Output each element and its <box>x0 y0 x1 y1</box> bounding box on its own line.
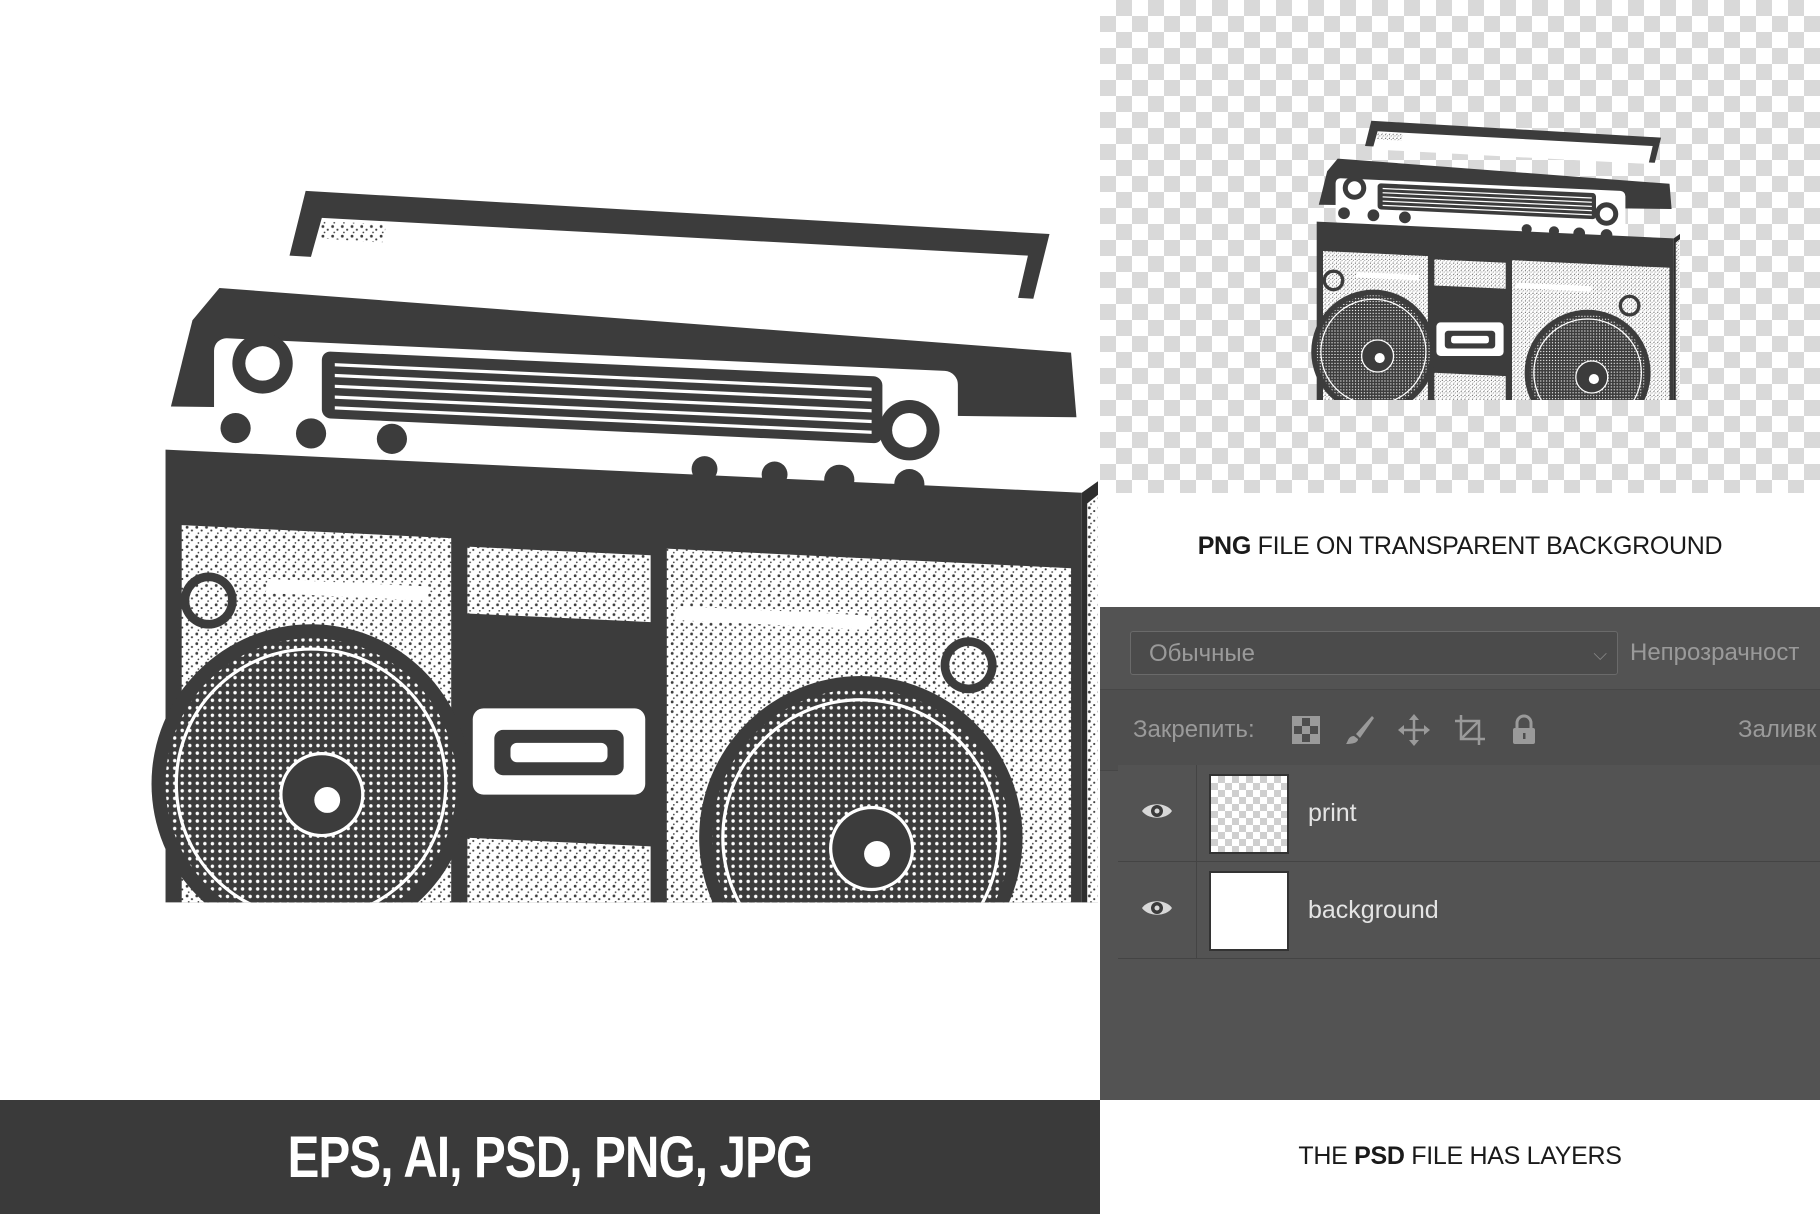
layer-name: background <box>1308 896 1439 924</box>
boombox-illustration <box>149 189 1099 903</box>
main-illustration-panel <box>149 189 1099 903</box>
lock-row: Закрепить: Заливк <box>1100 689 1820 771</box>
psd-caption-bold: PSD <box>1354 1142 1405 1170</box>
psd-caption: THE PSD FILE HAS LAYERS <box>1100 1142 1820 1171</box>
layer-row-background[interactable]: background <box>1118 862 1820 959</box>
eye-icon[interactable] <box>1140 896 1174 920</box>
png-preview-transparent <box>1100 0 1820 493</box>
formats-text: EPS, AI, PSD, PNG, JPG <box>287 1124 813 1190</box>
blend-mode-select[interactable]: Обычные ⌵ <box>1130 631 1618 675</box>
layer-row-print[interactable]: print <box>1118 765 1820 862</box>
photoshop-layers-panel: Обычные ⌵ Непрозрачност Закрепить: Залив… <box>1100 607 1820 1100</box>
checkerboard-icon[interactable] <box>1288 712 1324 748</box>
png-caption: PNG FILE ON TRANSPARENT BACKGROUND <box>1100 532 1820 561</box>
visibility-toggle[interactable] <box>1118 765 1197 861</box>
chevron-down-icon: ⌵ <box>1593 644 1607 664</box>
brush-icon[interactable] <box>1342 712 1378 748</box>
lock-label: Закрепить: <box>1133 716 1255 743</box>
formats-bar: EPS, AI, PSD, PNG, JPG <box>0 1100 1100 1214</box>
layer-thumbnail-white <box>1209 871 1289 951</box>
padlock-icon[interactable] <box>1506 712 1542 748</box>
png-caption-rest: FILE ON TRANSPARENT BACKGROUND <box>1250 532 1723 560</box>
boombox-preview-illustration <box>1310 120 1680 400</box>
blend-mode-value: Обычные <box>1149 640 1256 667</box>
opacity-label: Непрозрачност <box>1630 639 1800 666</box>
move-arrows-icon[interactable] <box>1396 712 1432 748</box>
eye-icon[interactable] <box>1140 799 1174 823</box>
psd-caption-rest: FILE HAS LAYERS <box>1404 1142 1622 1170</box>
layer-name: print <box>1308 799 1357 827</box>
visibility-toggle[interactable] <box>1118 862 1197 958</box>
crop-icon[interactable] <box>1452 712 1488 748</box>
fill-label: Заливк <box>1738 716 1817 743</box>
psd-caption-prefix: THE <box>1298 1142 1355 1170</box>
layer-thumbnail-transparent <box>1209 774 1289 854</box>
png-caption-bold: PNG <box>1197 532 1252 560</box>
